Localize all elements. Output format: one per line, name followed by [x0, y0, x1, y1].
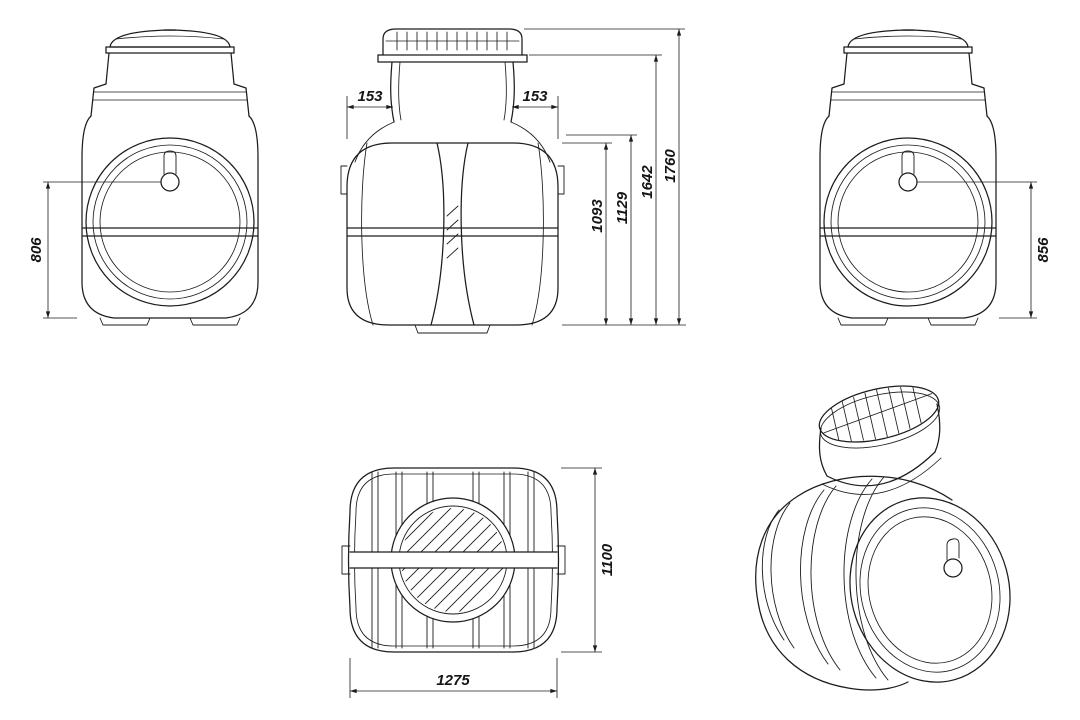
dim-label-1093: 1093	[589, 199, 606, 233]
dim-label-856: 856	[1035, 237, 1052, 263]
dim-1275: 1275	[349, 658, 558, 698]
lid-ribs	[823, 387, 933, 442]
view-side-left	[81, 29, 259, 326]
dim-label-153-left: 153	[357, 88, 383, 105]
dim-heights: 1093 1129 1642 1760	[524, 28, 686, 326]
dim-856: 856	[917, 181, 1052, 319]
dim-label-1100: 1100	[599, 543, 616, 576]
dim-806: 806	[28, 181, 161, 319]
dim-label-153-right: 153	[522, 88, 548, 105]
view-front	[340, 28, 565, 334]
view-top	[341, 467, 566, 653]
view-side-right	[819, 29, 997, 326]
dim-label-1129: 1129	[614, 191, 631, 224]
dim-153-left: 153	[346, 88, 393, 139]
dim-label-1275: 1275	[436, 672, 470, 689]
dim-label-1642: 1642	[639, 165, 656, 199]
dim-label-1760: 1760	[662, 149, 679, 183]
view-isometric	[755, 385, 1011, 691]
dim-153-right: 153	[512, 88, 559, 139]
dim-1100: 1100	[561, 467, 616, 653]
dim-label-806: 806	[28, 237, 45, 263]
